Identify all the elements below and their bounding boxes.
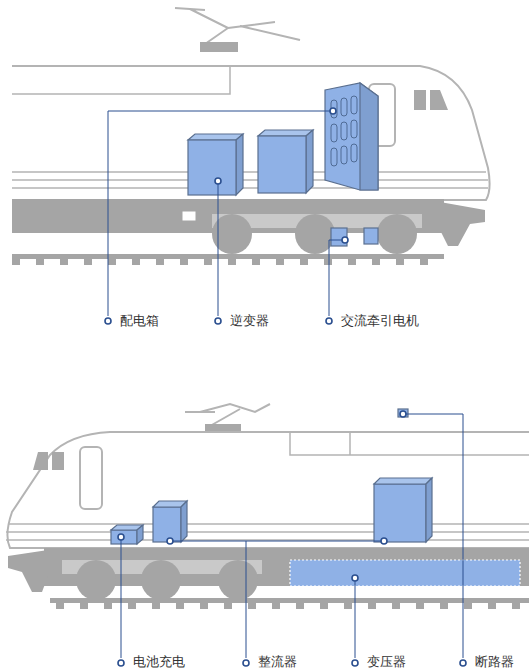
rectifier	[374, 484, 426, 542]
body-stripes	[6, 524, 529, 540]
part-label: 变压器	[366, 654, 407, 670]
circuit-breaker	[398, 409, 408, 417]
cowcatcher	[440, 202, 485, 246]
bottom-rail	[50, 598, 529, 609]
body-stripes	[12, 172, 488, 188]
part-label: 交流牵引电机	[340, 313, 420, 329]
underframe	[44, 548, 529, 586]
door	[80, 447, 102, 509]
body-outline	[7, 432, 529, 548]
front-window	[33, 452, 64, 470]
panel-line	[290, 432, 529, 455]
front-window	[414, 90, 448, 110]
converter-box	[258, 136, 306, 193]
bottom-components	[111, 409, 520, 586]
underframe-box	[182, 211, 196, 221]
inverter-box	[188, 140, 236, 195]
traction-motor	[331, 228, 347, 246]
part-label: 逆变器	[229, 313, 270, 329]
bottom-wheels	[76, 560, 258, 600]
cowcatcher	[8, 550, 48, 592]
part-label: 整流器	[257, 654, 298, 670]
top-dots	[105, 108, 348, 324]
pantograph-base	[200, 42, 238, 52]
inverter-side	[236, 134, 243, 195]
part-label: 断路器	[474, 654, 515, 670]
pantograph	[185, 404, 270, 426]
top-leaders	[108, 111, 345, 316]
part-label: 配电箱	[119, 313, 160, 329]
bottom-leaders	[121, 414, 463, 658]
bottom-dots	[118, 411, 466, 666]
distribution-vents	[331, 96, 357, 166]
top-locomotive	[12, 8, 490, 200]
pantograph	[175, 8, 300, 44]
bottom-locomotive	[6, 404, 529, 548]
part-label: 电池充电	[132, 654, 186, 670]
battery-charger	[111, 530, 137, 544]
distribution-box	[325, 83, 378, 190]
rectifier	[153, 507, 181, 542]
top-wheels	[212, 214, 417, 254]
panel-line	[12, 66, 230, 94]
top-rail	[12, 254, 444, 265]
inverter-top	[188, 134, 243, 140]
body-outline	[12, 66, 490, 200]
traction-motor	[364, 228, 378, 244]
transformer	[290, 560, 520, 586]
top-components	[188, 83, 378, 246]
